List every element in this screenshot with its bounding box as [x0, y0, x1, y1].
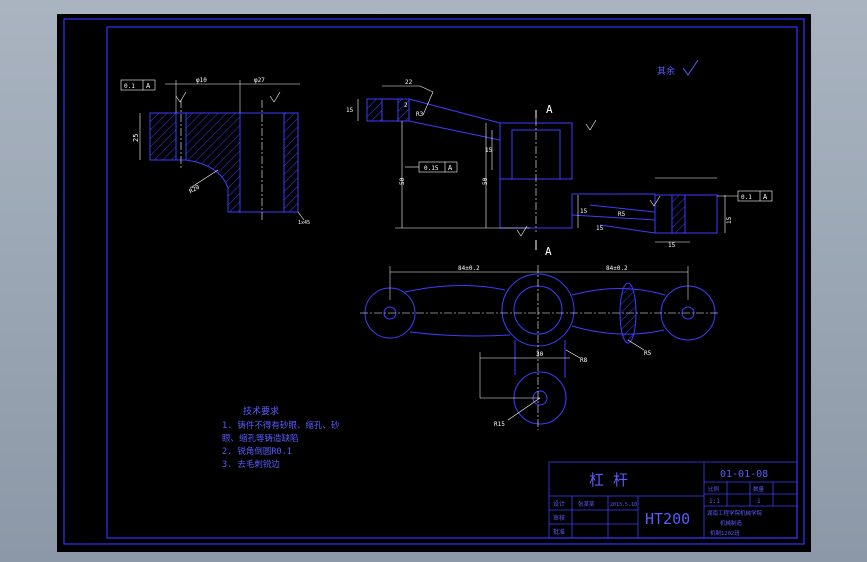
dim-15a: 15 [346, 107, 354, 114]
dim-r20: R20 [188, 184, 201, 196]
scale-value: 1:1 [709, 498, 720, 505]
leader-r20 [189, 169, 219, 189]
datum-label-a: A [146, 82, 151, 90]
requirements-line-1: 1. 铸件不得有砂眼、缩孔、砂 [222, 420, 340, 431]
plan-arm-right [571, 288, 666, 335]
right-hub [654, 194, 718, 234]
dim-22: 22 [405, 79, 413, 86]
requirements-line-4: 3. 去毛刺锐边 [222, 459, 280, 470]
dim-15d: 15 [726, 216, 733, 224]
dim-15c: 15 [580, 208, 588, 215]
roughness-symbol-2 [269, 91, 281, 103]
approver-label: 批准 [553, 528, 565, 536]
roughness-symbol-3 [585, 119, 597, 131]
leader-r15 [507, 397, 541, 421]
section-mark-bottom: A [545, 245, 552, 258]
requirements-heading: 技术要求 [243, 405, 279, 417]
dim-r3: R3 [416, 111, 424, 118]
part-name: 杠 杆 [589, 471, 628, 489]
requirements-line-3: 2. 锐角倒圆R0.1 [222, 446, 292, 457]
design-date: 2013.5.10 [610, 502, 637, 508]
checker-label: 审核 [553, 514, 565, 522]
leader-r3 [419, 85, 434, 116]
plan-view[interactable]: 84±0.2 84±0.2 30 R8 R5 R15 [360, 265, 720, 430]
leader-r8 [565, 349, 581, 359]
tol-flat-right: 0.1 [741, 194, 752, 201]
dim-84b: 84±0.2 [606, 265, 628, 272]
dim-15b: 15 [485, 147, 493, 154]
material: HT200 [645, 510, 690, 528]
section-hatch-main [185, 112, 241, 213]
roughness-symbol-5 [649, 195, 661, 207]
title-block[interactable] [548, 461, 798, 539]
school-name: 湖南工程学院机械学院 [707, 509, 763, 517]
qty-label: 数量 [753, 485, 765, 493]
dim-15e: 15 [668, 242, 676, 249]
arm-lower [589, 204, 656, 234]
roughness-note: 其余 [657, 65, 675, 77]
technical-requirements: 技术要求 1. 铸件不得有砂眼、缩孔、砂 眼、缩孔等铸造缺陷 2. 锐角倒圆R0… [222, 405, 340, 470]
right-hub-hatch [671, 194, 686, 234]
dim-top-b: φ27 [254, 77, 265, 84]
plan-arm-down [514, 340, 566, 378]
roughness-symbol-1 [175, 91, 187, 103]
requirements-line-2: 眼、缩孔等铸造缺陷 [222, 433, 299, 444]
tol-flat-left: 0.1 [124, 83, 135, 90]
title-block-frame [548, 461, 798, 539]
class-name: 机制1202班 [710, 529, 740, 537]
department-name: 机械制造 [720, 519, 743, 527]
left-section-view[interactable]: φ10 φ27 0.1 A 25 R20 1x45 [120, 77, 310, 226]
dim-50a: 50 [399, 177, 406, 185]
section-hatch-left [149, 112, 177, 161]
front-elevation-view[interactable]: 22 R3 2 15 0.15 A 50 50 15 A A 15 0.1 A [346, 79, 773, 258]
arm-upper [408, 98, 501, 141]
datum-label-b: A [448, 164, 453, 172]
dim-r5b: R5 [644, 350, 652, 357]
dim-2: 2 [404, 102, 408, 109]
leader-bottom [297, 211, 305, 221]
dim-top-a: φ10 [196, 77, 207, 84]
left-hub-hatch [366, 98, 383, 122]
dim-r8: R8 [580, 357, 588, 364]
dim-50b: 50 [482, 177, 489, 185]
dim-r15: R15 [494, 421, 505, 428]
inner-frame [106, 26, 798, 539]
leader-r5b [627, 339, 645, 351]
designer-name: 张某某 [578, 500, 595, 508]
section-mark-top: A [546, 103, 553, 116]
tol-frame-left[interactable] [120, 79, 156, 91]
dim-15f: 15 [596, 225, 604, 232]
dim-84a: 84±0.2 [458, 265, 480, 272]
plan-arm-left [404, 284, 511, 337]
roughness-check-icon [682, 59, 699, 76]
scale-label: 比例 [708, 485, 720, 493]
designer-label: 设计 [553, 500, 565, 508]
dim-30: 30 [536, 351, 544, 358]
outer-frame [63, 18, 805, 545]
drawing-background [57, 14, 811, 552]
tol-perp: 0.15 [424, 165, 439, 172]
dim-h25: 25 [132, 134, 140, 142]
dim-r5: R5 [618, 211, 626, 218]
datum-label-c: A [763, 193, 768, 201]
label-bottom-small: 1x45 [298, 220, 310, 226]
section-hatch-right [283, 112, 299, 213]
roughness-symbol-4 [516, 225, 528, 237]
qty-value: 1 [757, 498, 761, 505]
drawing-number: 01-01-08 [720, 469, 768, 480]
